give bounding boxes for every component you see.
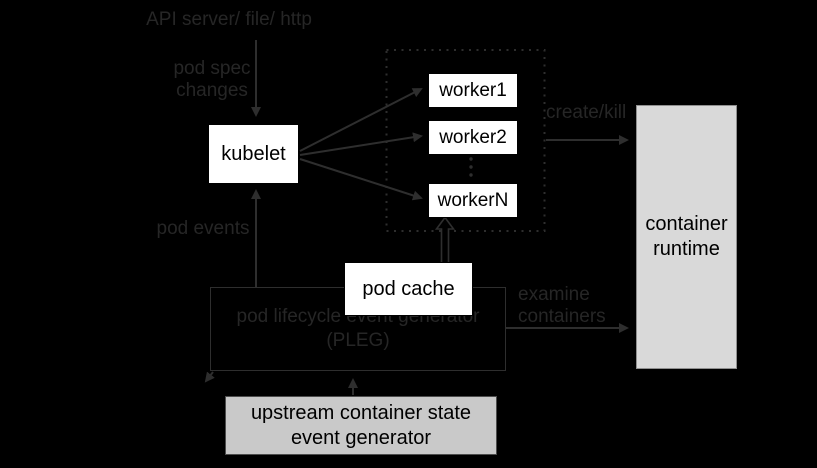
pleg-corner-arrow-icon <box>204 371 215 383</box>
api-server-label: API server/ file/ http <box>146 9 312 30</box>
pod-cache-node: pod cache <box>344 262 473 316</box>
arrow-kubelet-to-worker2-icon <box>299 132 423 156</box>
pod-events-label: pod events <box>156 218 250 239</box>
worker1-node: worker1 <box>428 73 518 108</box>
workerN-node: workerN <box>428 183 518 218</box>
workers-dashed-group-border <box>385 49 546 232</box>
kubelet-node: kubelet <box>208 124 299 184</box>
arrow-kubelet-to-workerN-icon <box>299 158 423 201</box>
create-kill-label: create/kill <box>546 102 627 123</box>
hollow-arrow-podcache-to-workerN-icon <box>434 216 456 262</box>
examine-containers-label: examine containers <box>518 284 606 327</box>
upstream-generator-label: upstream container state event generator <box>250 401 472 449</box>
container-runtime-node: container runtime <box>636 105 737 369</box>
upstream-generator-node: upstream container state event generator <box>225 396 497 455</box>
arrow-kubelet-to-worker1-icon <box>299 88 423 152</box>
worker2-node: worker2 <box>428 120 518 155</box>
pod-spec-changes-label: pod spec changes <box>173 58 251 101</box>
workers-ellipsis-icon <box>469 157 473 177</box>
container-runtime-label: container runtime <box>645 213 728 260</box>
